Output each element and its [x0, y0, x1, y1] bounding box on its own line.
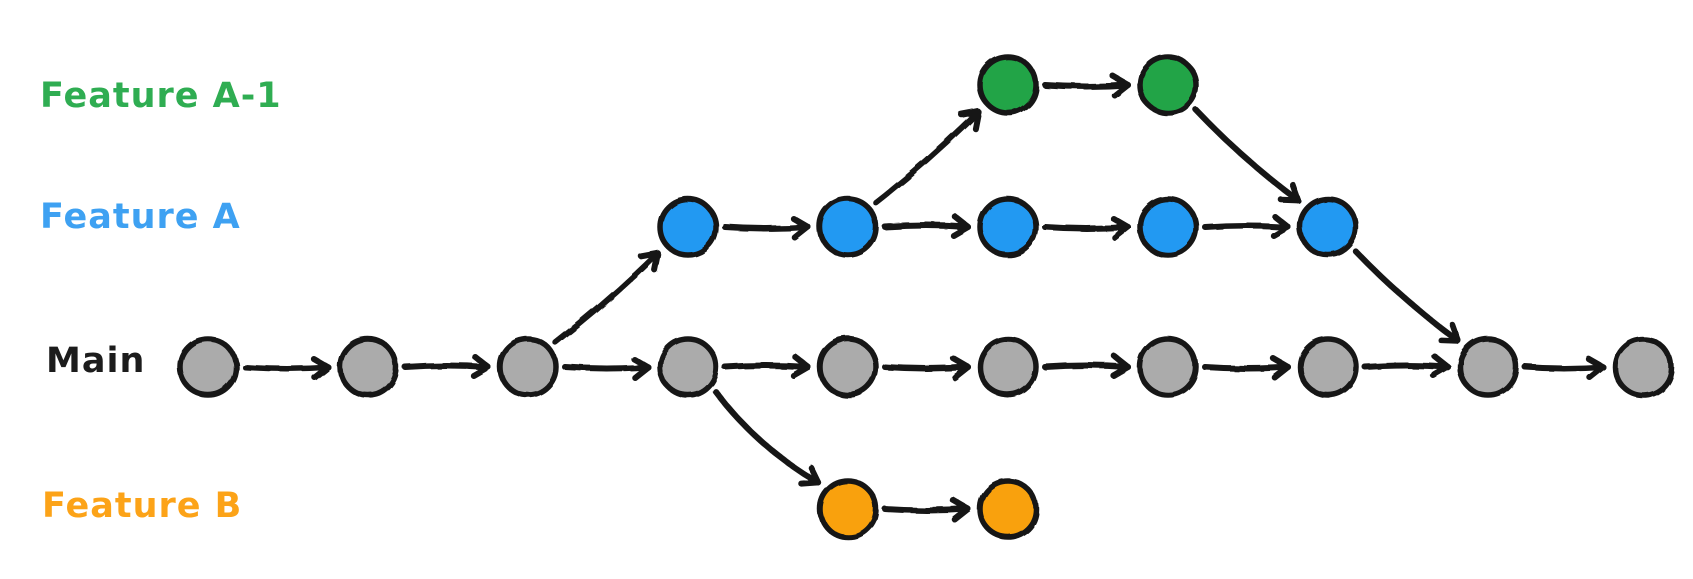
edge-main-4	[882, 355, 971, 381]
edge-main-0	[242, 355, 331, 381]
commit-node-feature-a-3	[1137, 196, 1199, 258]
edge-main-2	[562, 355, 651, 381]
commit-node-main-5	[977, 336, 1039, 398]
edge-branch-feature-a-to-feature-a1	[872, 108, 982, 206]
edge-main-3	[722, 353, 811, 379]
edge-branch-main-to-feature-a	[552, 250, 661, 346]
edge-feature-a-1	[882, 213, 971, 239]
edge-feature-b-0	[882, 497, 971, 523]
edge-main-6	[1202, 355, 1292, 381]
branch-label-main: Main	[46, 341, 146, 381]
branch-label-feature-a1: Feature A-1	[40, 76, 282, 116]
nodes-layer	[177, 54, 1674, 540]
edge-main-8	[1522, 355, 1606, 381]
edge-branch-main-to-feature-b	[712, 388, 822, 487]
commit-node-main-1	[337, 336, 399, 398]
branch-label-feature-b: Feature B	[42, 486, 243, 526]
commit-node-main-3	[657, 336, 719, 398]
commit-node-main-8	[1457, 336, 1519, 398]
edge-main-1	[402, 353, 491, 379]
commit-node-feature-b-1	[977, 478, 1039, 540]
commit-node-feature-a1-1	[1137, 54, 1199, 116]
commit-node-feature-a-2	[977, 196, 1039, 258]
commit-node-feature-a-1	[817, 196, 879, 258]
edge-feature-a-3	[1202, 213, 1292, 239]
commit-node-main-7	[1297, 336, 1359, 398]
commit-node-feature-a-0	[657, 196, 719, 258]
edge-feature-a-2	[1042, 215, 1132, 241]
commit-node-main-4	[817, 336, 879, 398]
sketch-layer	[177, 54, 1674, 540]
commit-node-main-9	[1612, 336, 1674, 398]
edge-main-7	[1362, 353, 1451, 379]
edge-main-5	[1042, 353, 1131, 379]
branch-label-feature-a: Feature A	[40, 197, 241, 237]
edges-layer	[242, 73, 1606, 523]
commit-node-feature-b-0	[817, 478, 879, 540]
commit-node-feature-a-4	[1297, 196, 1359, 258]
edge-merge-feature-a1-to-feature-a	[1192, 106, 1302, 204]
commit-node-main-6	[1137, 336, 1199, 398]
edge-feature-a-0	[722, 215, 811, 241]
edge-merge-feature-a-to-main	[1352, 248, 1461, 344]
commit-node-main-0	[177, 336, 239, 398]
commit-node-feature-a1-0	[977, 54, 1039, 116]
commit-node-main-2	[497, 336, 559, 398]
edge-feature-a1-0	[1042, 73, 1131, 99]
